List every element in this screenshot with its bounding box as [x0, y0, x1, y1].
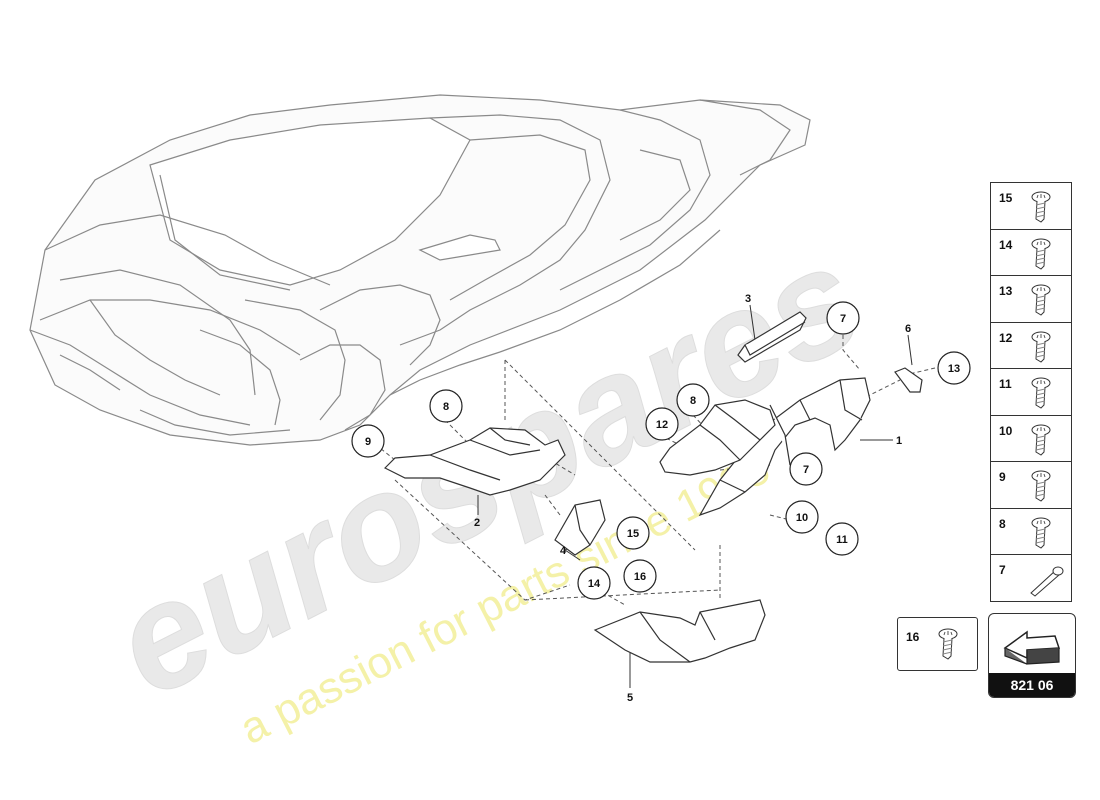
callout-12-text: 12 [656, 419, 668, 431]
callout-7-top: 7 [826, 301, 860, 335]
direction-arrow-icon [1003, 630, 1061, 665]
callout-16-text: 16 [634, 571, 646, 583]
screw-icon [1031, 517, 1051, 549]
part-6-clip [894, 367, 923, 393]
screw-icon [1031, 470, 1051, 502]
callout-15: 15 [616, 516, 650, 550]
callout-15-text: 15 [627, 528, 639, 540]
callout-14: 14 [577, 566, 611, 600]
legend-number: 12 [999, 330, 1013, 345]
part-label-6: 6 [905, 323, 911, 335]
legend-row-11: 11 [991, 369, 1071, 416]
callout-8-right: 8 [676, 383, 710, 417]
callout-8-text: 8 [443, 401, 449, 413]
extra-part-box: 16 [897, 617, 978, 671]
part-labels: 1 2 3 4 5 6 [474, 293, 911, 704]
hardware-legend: 15 14 13 12 11 10 9 8 7 [990, 182, 1072, 602]
part-1-wheel-arch [698, 377, 871, 517]
part-5-lower-trim [593, 599, 766, 663]
part-label-4: 4 [560, 545, 567, 557]
callout-9-text: 9 [365, 436, 371, 448]
callout-9: 9 [351, 424, 385, 458]
callout-7-mid: 7 [789, 452, 823, 486]
legend-row-15: 15 [991, 183, 1071, 230]
callout-13-text: 13 [948, 363, 960, 375]
legend-row-14: 14 [991, 230, 1071, 276]
screw-icon [1031, 191, 1051, 223]
callout-8-right-text: 8 [690, 395, 696, 407]
legend-row-9: 9 [991, 462, 1071, 509]
extra-part-number: 16 [906, 630, 920, 644]
part-label-5: 5 [627, 692, 633, 704]
callout-11-text: 11 [836, 534, 848, 546]
screw-icon [1031, 284, 1051, 316]
part-label-2: 2 [474, 517, 480, 529]
callout-11: 11 [825, 522, 859, 556]
car-body-outline [29, 94, 811, 446]
reference-code: 821 06 [989, 673, 1075, 697]
screw-icon [938, 628, 958, 660]
screw-icon [1031, 331, 1051, 363]
part-liner-panel [659, 399, 776, 476]
callouts: 9 8 15 16 14 12 8 7 13 7 10 11 [351, 301, 971, 600]
callout-14-text: 14 [588, 578, 601, 590]
callout-10-text: 10 [796, 512, 808, 524]
legend-row-8: 8 [991, 509, 1071, 555]
legend-number: 7 [999, 563, 1006, 577]
pin-icon [1030, 566, 1064, 597]
part-label-3: 3 [745, 293, 751, 305]
callout-7-top-text: 7 [840, 313, 846, 325]
legend-number: 13 [999, 284, 1013, 298]
legend-row-12: 12 [991, 323, 1071, 369]
legend-number: 15 [999, 191, 1013, 205]
part-label-1: 1 [896, 435, 902, 447]
callout-12: 12 [645, 407, 679, 441]
legend-number: 10 [999, 423, 1013, 438]
legend-number: 14 [999, 237, 1013, 252]
part-3-strip [737, 311, 807, 363]
callout-8: 8 [429, 389, 463, 423]
legend-row-13: 13 [991, 276, 1071, 323]
legend-row-10: 10 [991, 416, 1071, 462]
callout-16: 16 [623, 559, 657, 593]
legend-number: 8 [999, 516, 1006, 531]
callout-13: 13 [937, 351, 971, 385]
reference-box: 821 06 [988, 613, 1076, 698]
screw-icon [1031, 424, 1051, 456]
screw-icon [1031, 238, 1051, 270]
legend-row-7: 7 [991, 555, 1071, 601]
legend-number: 11 [999, 377, 1012, 391]
part-2-underbody-panel [383, 427, 566, 496]
callout-10: 10 [785, 500, 819, 534]
callout-7-mid-text: 7 [803, 464, 809, 476]
legend-number: 9 [999, 470, 1006, 484]
screw-icon [1031, 377, 1051, 409]
part-4-bracket [554, 499, 606, 556]
leader-lines [369, 335, 936, 606]
